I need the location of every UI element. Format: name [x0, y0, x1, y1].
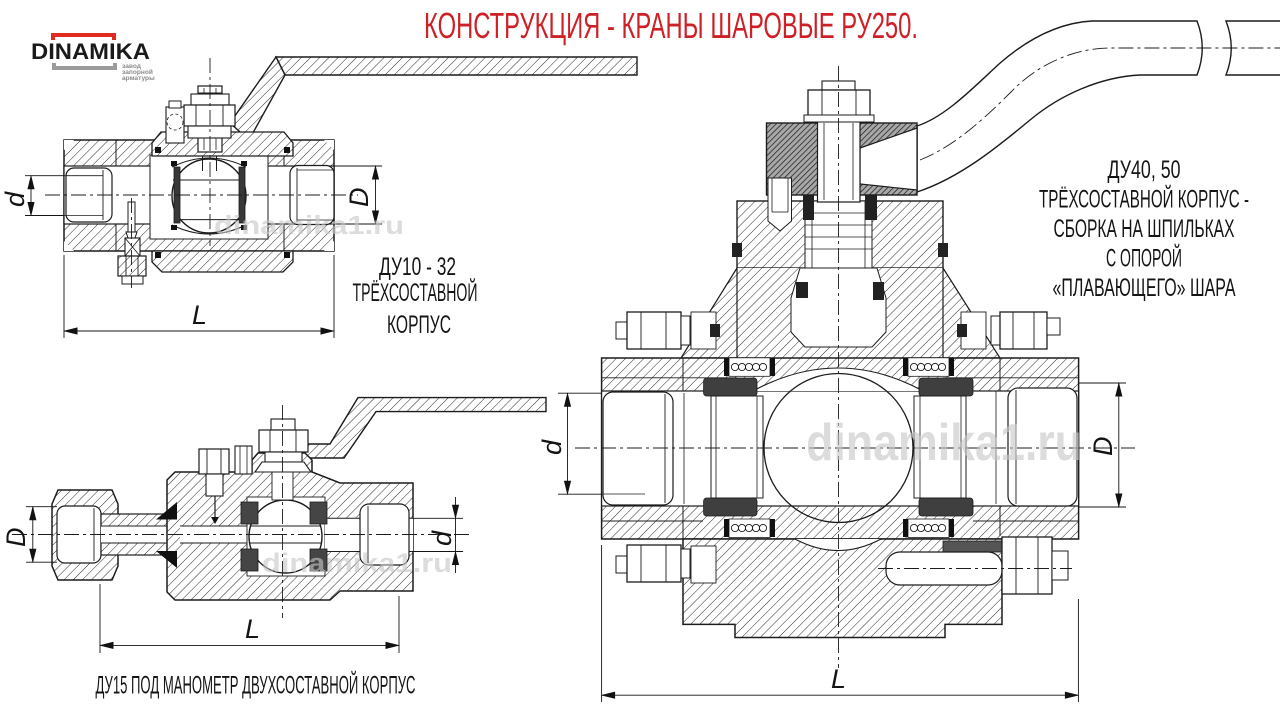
- svg-text:d: d: [537, 439, 567, 455]
- svg-text:КОРПУС: КОРПУС: [387, 311, 451, 339]
- svg-text:ТРЁХСОСТАВНОЙ КОРПУС -: ТРЁХСОСТАВНОЙ КОРПУС -: [1039, 184, 1249, 214]
- svg-text:d: d: [0, 191, 30, 207]
- svg-text:СБОРКА НА ШПИЛЬКАХ: СБОРКА НА ШПИЛЬКАХ: [1054, 215, 1235, 243]
- svg-text:запорной: запорной: [122, 68, 153, 76]
- svg-text:D: D: [1, 528, 31, 548]
- svg-text:dinamika1.ru: dinamika1.ru: [262, 548, 452, 578]
- svg-text:D: D: [344, 188, 374, 208]
- svg-text:КОНСТРУКЦИЯ - КРАНЫ ШАРОВЫЕ РУ: КОНСТРУКЦИЯ - КРАНЫ ШАРОВЫЕ РУ250.: [424, 5, 918, 46]
- svg-text:DINAMIKA: DINAMIKA: [31, 39, 150, 64]
- svg-text:d: d: [427, 530, 457, 546]
- svg-text:L: L: [192, 300, 207, 330]
- svg-text:С ОПОРОЙ: С ОПОРОЙ: [1106, 243, 1182, 273]
- svg-text:ДУ10 - 32: ДУ10 - 32: [379, 253, 456, 281]
- svg-text:dinamika1.ru: dinamika1.ru: [214, 210, 404, 240]
- svg-text:L: L: [831, 664, 846, 694]
- svg-text:ДУ40, 50: ДУ40, 50: [1108, 156, 1181, 184]
- svg-text:D: D: [1088, 437, 1118, 457]
- svg-text:ТРЁХСОСТАВНОЙ: ТРЁХСОСТАВНОЙ: [353, 277, 478, 307]
- svg-text:dinamika1.ru: dinamika1.ru: [806, 414, 1082, 472]
- svg-text:«ПЛАВАЮЩЕГО» ШАРА: «ПЛАВАЮЩЕГО» ШАРА: [1053, 274, 1236, 302]
- svg-text:завод: завод: [122, 63, 142, 70]
- svg-text:арматуры: арматуры: [122, 75, 155, 82]
- svg-text:ДУ15 ПОД МАНОМЕТР ДВУХСОСТАВНО: ДУ15 ПОД МАНОМЕТР ДВУХСОСТАВНОЙ КОРПУС: [96, 670, 416, 700]
- svg-text:L: L: [245, 614, 260, 644]
